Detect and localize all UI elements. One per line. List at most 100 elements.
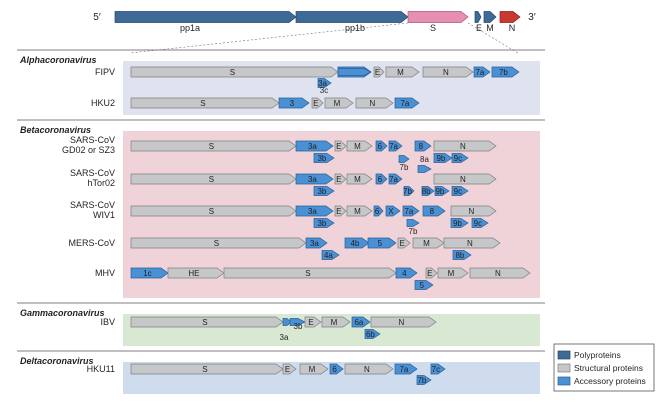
gene-x-label: X — [388, 207, 394, 216]
gene-6 — [375, 173, 388, 185]
gene-s — [130, 237, 307, 249]
gene-n — [469, 267, 531, 279]
gene-e-label: E — [336, 175, 341, 184]
gene-e — [311, 97, 324, 109]
genome-row-label: SARS-CoV — [70, 168, 115, 178]
gene-s — [130, 97, 280, 109]
gene-7a-label: 7a — [400, 99, 409, 108]
gene-3a — [295, 173, 334, 185]
gene-5 — [414, 280, 434, 290]
gene-s — [130, 363, 284, 375]
gene-6-label: 6 — [378, 175, 383, 184]
gene-e-label: E — [313, 99, 318, 108]
gene-m-label: M — [331, 318, 338, 327]
gene-3a-label: 3a — [280, 333, 289, 342]
gene-5-label: 5 — [420, 281, 425, 290]
gene-3b — [289, 318, 306, 326]
zoom-line-right — [467, 22, 519, 54]
gene-9c-label: 9c — [454, 154, 462, 163]
gene-4-label: 4 — [402, 269, 407, 278]
gene-7b-label: 7b — [403, 187, 412, 196]
gene-m — [324, 97, 354, 109]
gene-s — [130, 66, 339, 78]
genome-segment-pp1a — [114, 11, 297, 23]
zoom-line-left — [129, 22, 409, 54]
gene-3 — [278, 97, 310, 109]
gene-e — [334, 205, 347, 217]
gene-m-label: M — [354, 142, 361, 151]
gene-n — [443, 237, 501, 249]
gene-4 — [395, 267, 418, 279]
gene-3a — [317, 78, 332, 88]
genome-row-label: SARS-CoV — [70, 200, 115, 210]
gene-s — [223, 267, 397, 279]
gene-he — [167, 267, 225, 279]
legend-swatch-poly — [557, 350, 571, 360]
legend-label: Polyproteins — [574, 350, 621, 360]
gene-e-label: E — [285, 365, 290, 374]
gene-m — [437, 267, 469, 279]
gene-8b-label: 8b — [455, 251, 464, 260]
gene-7b — [398, 155, 410, 163]
gene-m-label: M — [354, 207, 361, 216]
gene-e — [304, 316, 322, 328]
genome-row-label: IBV — [100, 317, 115, 327]
gene-s-label: S — [230, 68, 235, 77]
gene-m — [299, 363, 329, 375]
gene-6-label: 6 — [375, 207, 380, 216]
gene-s-label: S — [305, 269, 310, 278]
gene-n-label: N — [460, 175, 466, 184]
gene-e — [334, 140, 347, 152]
gene-9b — [433, 153, 453, 163]
gene-9b-label: 9b — [436, 154, 445, 163]
gene-n — [344, 363, 394, 375]
gene-9c — [451, 153, 469, 163]
gene-8 — [414, 140, 432, 152]
gene-6 — [375, 140, 388, 152]
three-prime-end: 3′ — [528, 12, 536, 23]
genome-segment-label: S — [430, 23, 436, 33]
gene-7a — [388, 173, 403, 185]
gene-3b-label: 3b — [317, 219, 326, 228]
gene-6-label: 6 — [378, 142, 383, 151]
gene-e-label: E — [375, 68, 380, 77]
genome-row-label: hTor02 — [87, 178, 115, 188]
gene-n-label: N — [443, 68, 449, 77]
gene-3a-label: 3a — [310, 239, 319, 248]
gene-s — [130, 316, 284, 328]
gene-7a — [473, 66, 491, 78]
gene-n-label: N — [467, 239, 473, 248]
group-heading: Alphacoronavirus — [19, 55, 97, 65]
gene-e-label: E — [400, 239, 405, 248]
gene-4a — [321, 250, 340, 260]
gene-1c-label: 1c — [143, 269, 151, 278]
gene-7a — [394, 97, 420, 109]
gene-8b — [421, 186, 435, 196]
gene-7a-label: 7a — [389, 142, 398, 151]
gene-n-label: N — [495, 269, 501, 278]
gene-s — [130, 140, 297, 152]
group-heading: Deltacoronavirus — [20, 356, 94, 366]
gene-3a-label: 3a — [308, 175, 317, 184]
gene-n — [422, 66, 474, 78]
genome-segment-m — [483, 11, 497, 23]
gene-3a-label: 3a — [308, 142, 317, 151]
gene-m-label: M — [397, 68, 404, 77]
gene-8-label: 8 — [419, 142, 424, 151]
gene-9b-label: 9b — [435, 187, 444, 196]
genome-segment-s — [407, 11, 469, 23]
genome-segment-e — [474, 11, 482, 23]
genome-row-label: HKU11 — [87, 364, 115, 374]
gene-e — [397, 237, 411, 249]
gene-7b-label: 7b — [409, 227, 418, 236]
gene-e — [373, 66, 385, 78]
gene-9c — [451, 186, 469, 196]
group-heading: Gammacoronavirus — [20, 308, 105, 318]
gene-4a-label: 4a — [324, 251, 333, 260]
gene-8a — [417, 165, 432, 173]
legend-swatch-a — [557, 376, 571, 386]
gene-3c — [337, 68, 372, 76]
gene-6 — [373, 205, 384, 217]
gene-7c-label: 7c — [432, 365, 440, 374]
